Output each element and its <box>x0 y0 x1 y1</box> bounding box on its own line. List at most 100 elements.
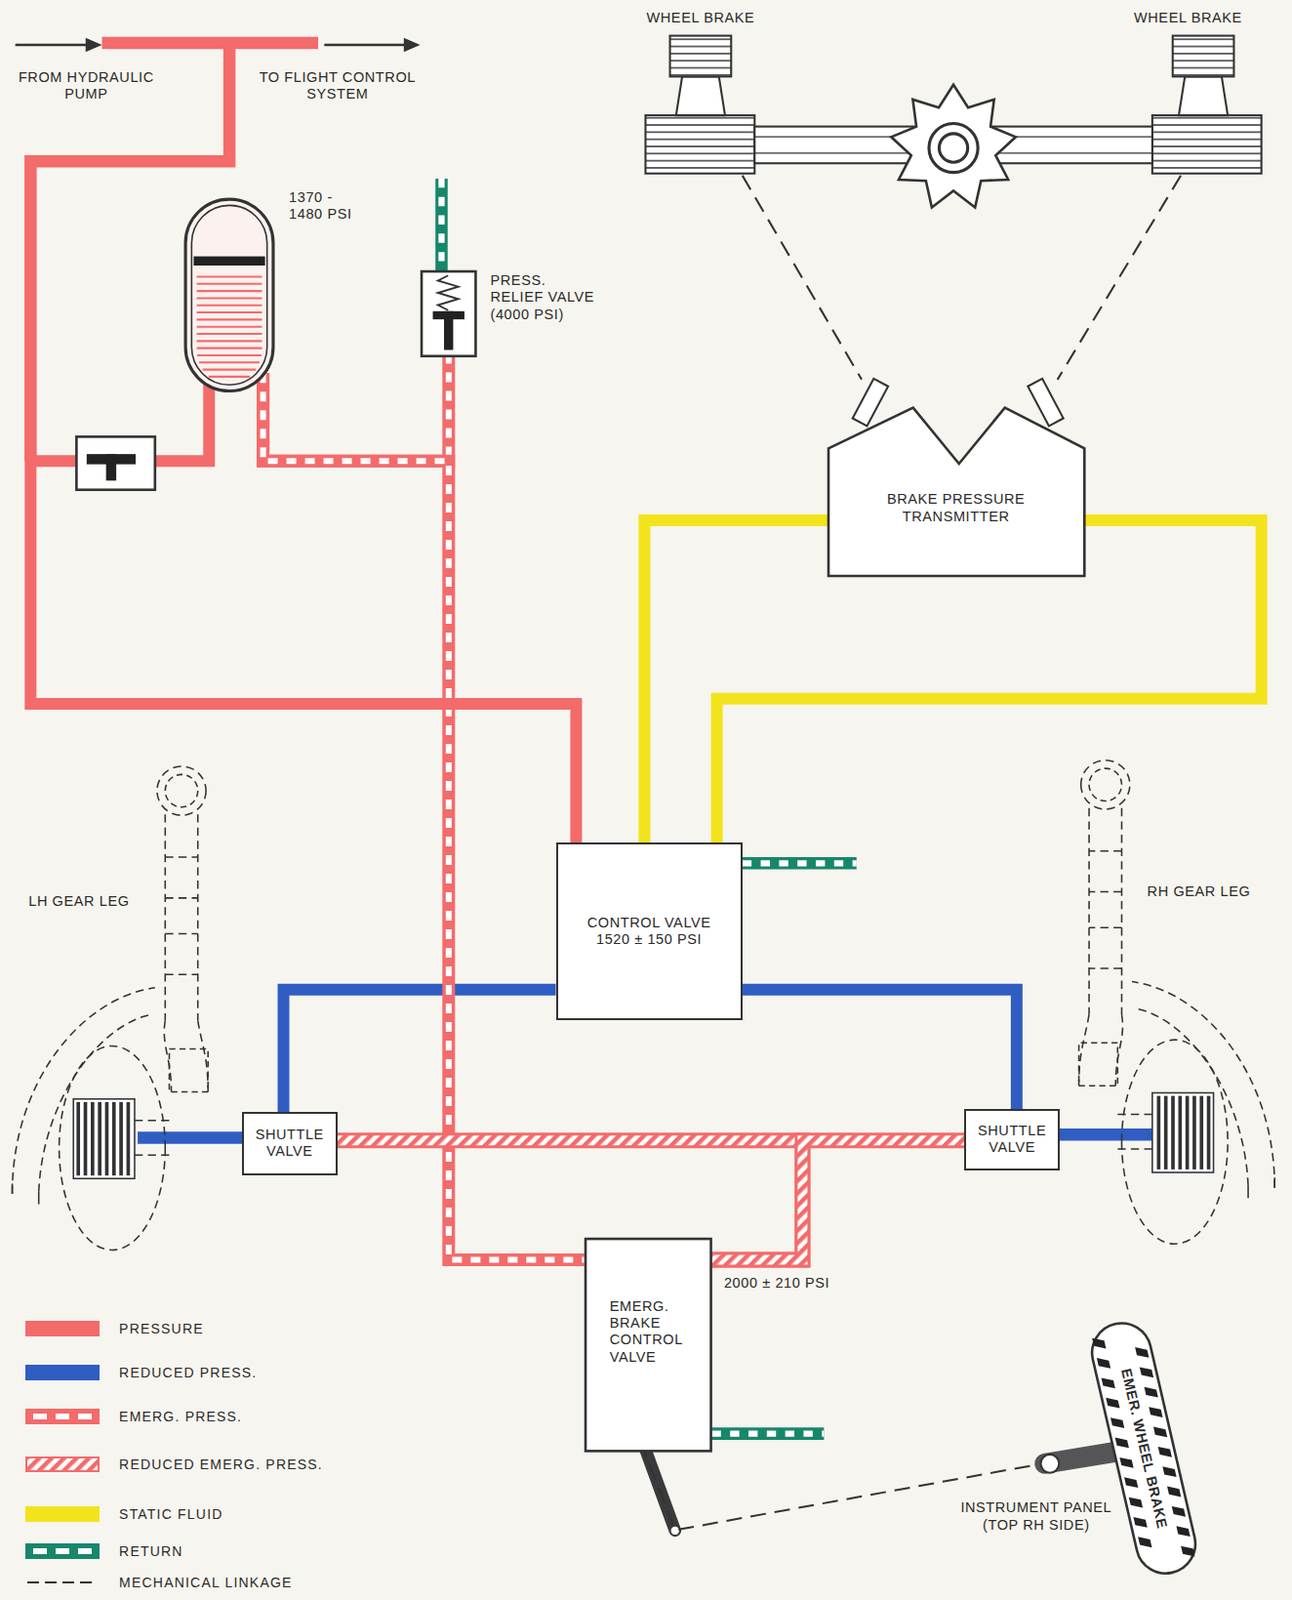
pipe-stroke <box>30 380 576 843</box>
drawing-path <box>1089 807 1122 1014</box>
legend-sample <box>25 1574 100 1590</box>
drawing-path <box>435 178 448 271</box>
drawing-circle <box>1089 767 1122 801</box>
drawing-circle <box>928 122 978 172</box>
drawing-rect <box>1087 1317 1203 1579</box>
diagram-label: INSTRUMENT PANEL (TOP RH SIDE) <box>948 1498 1125 1534</box>
node-label: BRAKE PRESSURE TRANSMITTER <box>875 490 1037 525</box>
legend-label: PRESSURE <box>119 1320 204 1336</box>
legend-label: RETURN <box>119 1542 184 1559</box>
diagram-label: WHEEL BRAKE <box>646 9 756 27</box>
pipe-stroke <box>337 1139 804 1259</box>
legend-label: REDUCED EMERG. PRESS. <box>119 1455 323 1472</box>
legend-sample <box>25 1542 100 1559</box>
drawing-rect <box>1157 1095 1162 1170</box>
drawing-path <box>197 303 263 306</box>
drawing-path <box>1133 1008 1249 1186</box>
node-label: EMERG. BRAKE CONTROL VALVE <box>609 1297 690 1367</box>
emergency-brake-valve: EMERG. BRAKE CONTROL VALVE <box>584 1237 713 1452</box>
drawing-rect <box>1164 1095 1169 1170</box>
drawing-rect <box>1207 1095 1212 1170</box>
drawing-circle <box>671 1526 680 1535</box>
drawing-path <box>1248 1176 1275 1198</box>
drawing-path <box>197 332 263 335</box>
drawing-circle <box>938 133 968 162</box>
drawing-path <box>197 354 262 357</box>
drawing-path <box>742 859 857 866</box>
drawing-rect <box>25 1408 100 1424</box>
legend-swatch <box>25 1320 100 1336</box>
drawing-path <box>197 311 263 314</box>
node-label: 1370 - 1480 PSI <box>288 189 362 224</box>
drawing-rect <box>1135 1346 1150 1358</box>
legend-label: STATIC FLUID <box>119 1505 223 1522</box>
pipe-line <box>337 1139 804 1259</box>
brake-pressure-transmitter: BRAKE PRESSURE TRANSMITTER <box>828 371 1085 576</box>
node-shape <box>1029 1320 1204 1580</box>
pipe-line <box>30 380 576 843</box>
drawing-rect <box>73 1098 135 1179</box>
drawing-path <box>85 38 103 53</box>
legend-row: STATIC FLUID <box>25 1505 223 1522</box>
drawing-path <box>197 346 263 349</box>
drawing-path <box>711 1429 824 1436</box>
drawing-rect <box>105 1101 110 1175</box>
pipe-stroke <box>644 520 828 843</box>
drawing-rect <box>112 1101 117 1175</box>
diagram-label: 2000 ± 210 PSI <box>724 1274 830 1292</box>
node-shape <box>420 270 477 358</box>
drawing-rect <box>1170 1095 1175 1170</box>
drawing-rect <box>1115 1437 1130 1449</box>
drawing-path <box>742 175 862 380</box>
drawing-rect <box>1096 1357 1111 1369</box>
drawing-polygon <box>828 407 1085 576</box>
drawing-rect <box>55 1413 70 1419</box>
drawing-rect <box>645 115 755 174</box>
drawing-rect <box>76 436 155 489</box>
drawing-rect <box>1171 1505 1186 1517</box>
drawing-rect <box>1092 1337 1107 1349</box>
node-label: 1520 ± 150 PSI <box>596 930 702 948</box>
drawing-ellipse <box>59 1045 166 1250</box>
accumulator: 1370 - 1480 PSI <box>183 197 276 394</box>
drawing-rect <box>1133 1516 1148 1528</box>
drawing-rect <box>168 1049 208 1092</box>
drawing-path <box>323 43 406 47</box>
legend-row: REDUCED PRESS. <box>25 1364 257 1380</box>
drawing-path <box>438 178 445 271</box>
drawing-path <box>15 43 88 47</box>
drawing-rect <box>1185 1095 1190 1170</box>
drawing-circle <box>1041 1453 1060 1473</box>
drawing-path <box>27 1580 98 1583</box>
drawing-path <box>1115 1113 1153 1149</box>
legend-swatch <box>25 1505 100 1522</box>
legend-row: PRESSURE <box>25 1320 204 1336</box>
drawing-path <box>208 375 250 378</box>
drawing-path <box>1131 981 1275 1188</box>
node-shape <box>828 371 1085 576</box>
drawing-rect <box>1129 1496 1143 1508</box>
drawing-rect <box>851 378 888 426</box>
drawing-g <box>1079 760 1276 1244</box>
drawing-rect <box>1167 1486 1181 1497</box>
drawing-rect <box>33 1547 47 1554</box>
drawing-rect <box>191 204 267 385</box>
drawing-rect <box>670 36 732 78</box>
brake-handle: EMER. WHEEL BRAKE <box>1029 1320 1204 1580</box>
pipe-stroke <box>337 1139 804 1259</box>
pipe-stroke <box>711 1139 965 1259</box>
drawing-polygon <box>1178 76 1228 116</box>
drawing-rect <box>33 1413 47 1419</box>
shuttle-valve: SHUTTLE VALVE <box>964 1108 1060 1171</box>
drawing-rect <box>106 453 117 481</box>
drawing-ellipse <box>1121 1039 1228 1244</box>
pipe-stroke <box>263 357 449 462</box>
drawing-path <box>890 84 1016 208</box>
drawing-path <box>1089 967 1122 969</box>
pipe-line <box>644 1451 1030 1530</box>
drawing-rect <box>55 1547 70 1554</box>
legend-sample <box>25 1408 100 1424</box>
drawing-path <box>1079 1013 1124 1086</box>
